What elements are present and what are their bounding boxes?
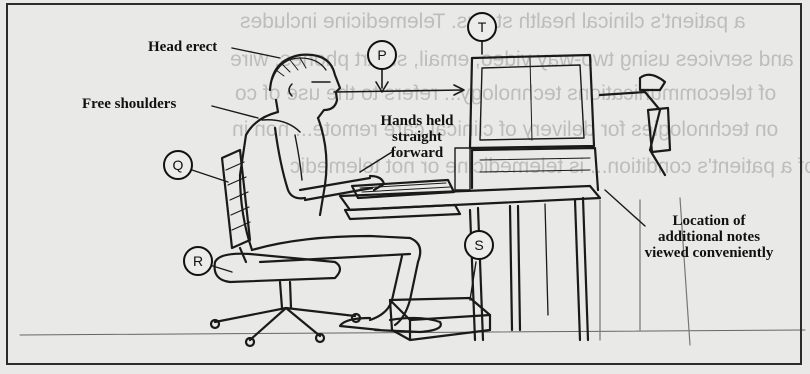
figure-border [6, 3, 802, 365]
